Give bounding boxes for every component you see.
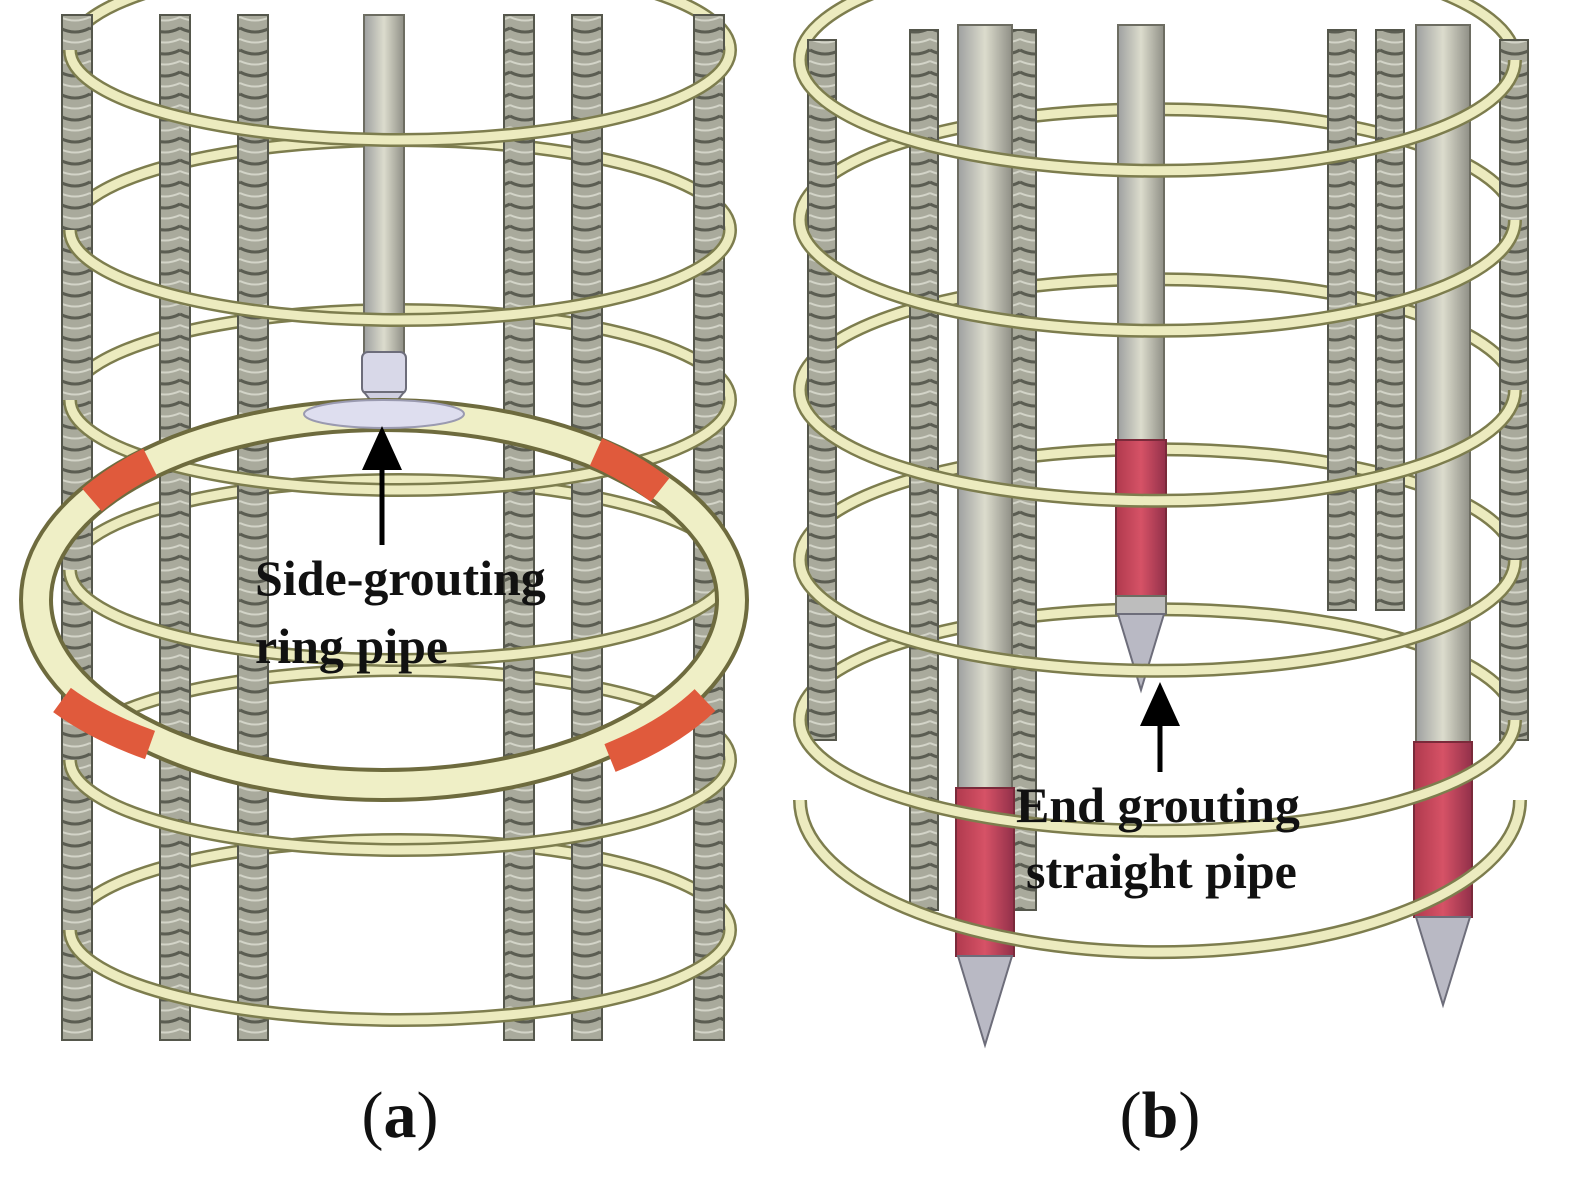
panel-b-caption: (b) (1119, 1079, 1201, 1152)
rebar-2 (159, 14, 191, 1041)
straight-pipe-left (955, 24, 1015, 1049)
feed-pipe (361, 14, 407, 420)
hoop-fronts-fill (65, 49, 735, 1025)
panel-a-label: a (383, 1079, 417, 1152)
panel-a-diagram: Side-grouting ring pipe (0, 0, 780, 1060)
straight-pipe-right (1413, 24, 1473, 1009)
rebar-b-1 (807, 39, 837, 741)
rebar-5 (571, 14, 603, 1041)
side-grouting-ring (19, 398, 749, 802)
rebars (61, 14, 725, 1041)
panel-b-diagram: End grouting straight pipe (780, 0, 1576, 1060)
panel-a-drawing: Side-grouting ring pipe (19, 0, 749, 1041)
callout-b-line-1: End grouting (1016, 777, 1300, 833)
ring-grout-sections (53, 438, 716, 772)
callout-arrow-a (362, 426, 402, 545)
callout-label-b: End grouting straight pipe (1016, 777, 1312, 899)
rebar-4 (503, 14, 535, 1041)
rebar-3 (237, 14, 269, 1041)
rebar-b-5 (1375, 29, 1405, 611)
panel-b-drawing: End grouting straight pipe (793, 0, 1529, 1049)
straight-pipe-center (1115, 24, 1167, 694)
callout-label-a: Side-grouting ring pipe (255, 550, 558, 674)
callout-arrow-b (1140, 682, 1180, 772)
panel-a-caption: (a) (361, 1079, 439, 1152)
panel-b-label: b (1141, 1079, 1179, 1152)
hoop-fronts-b-fill (795, 59, 1525, 957)
callout-a-line-1: Side-grouting (255, 550, 546, 606)
callout-a-line-2: ring pipe (255, 618, 448, 674)
callout-b-line-2: straight pipe (1026, 843, 1297, 899)
